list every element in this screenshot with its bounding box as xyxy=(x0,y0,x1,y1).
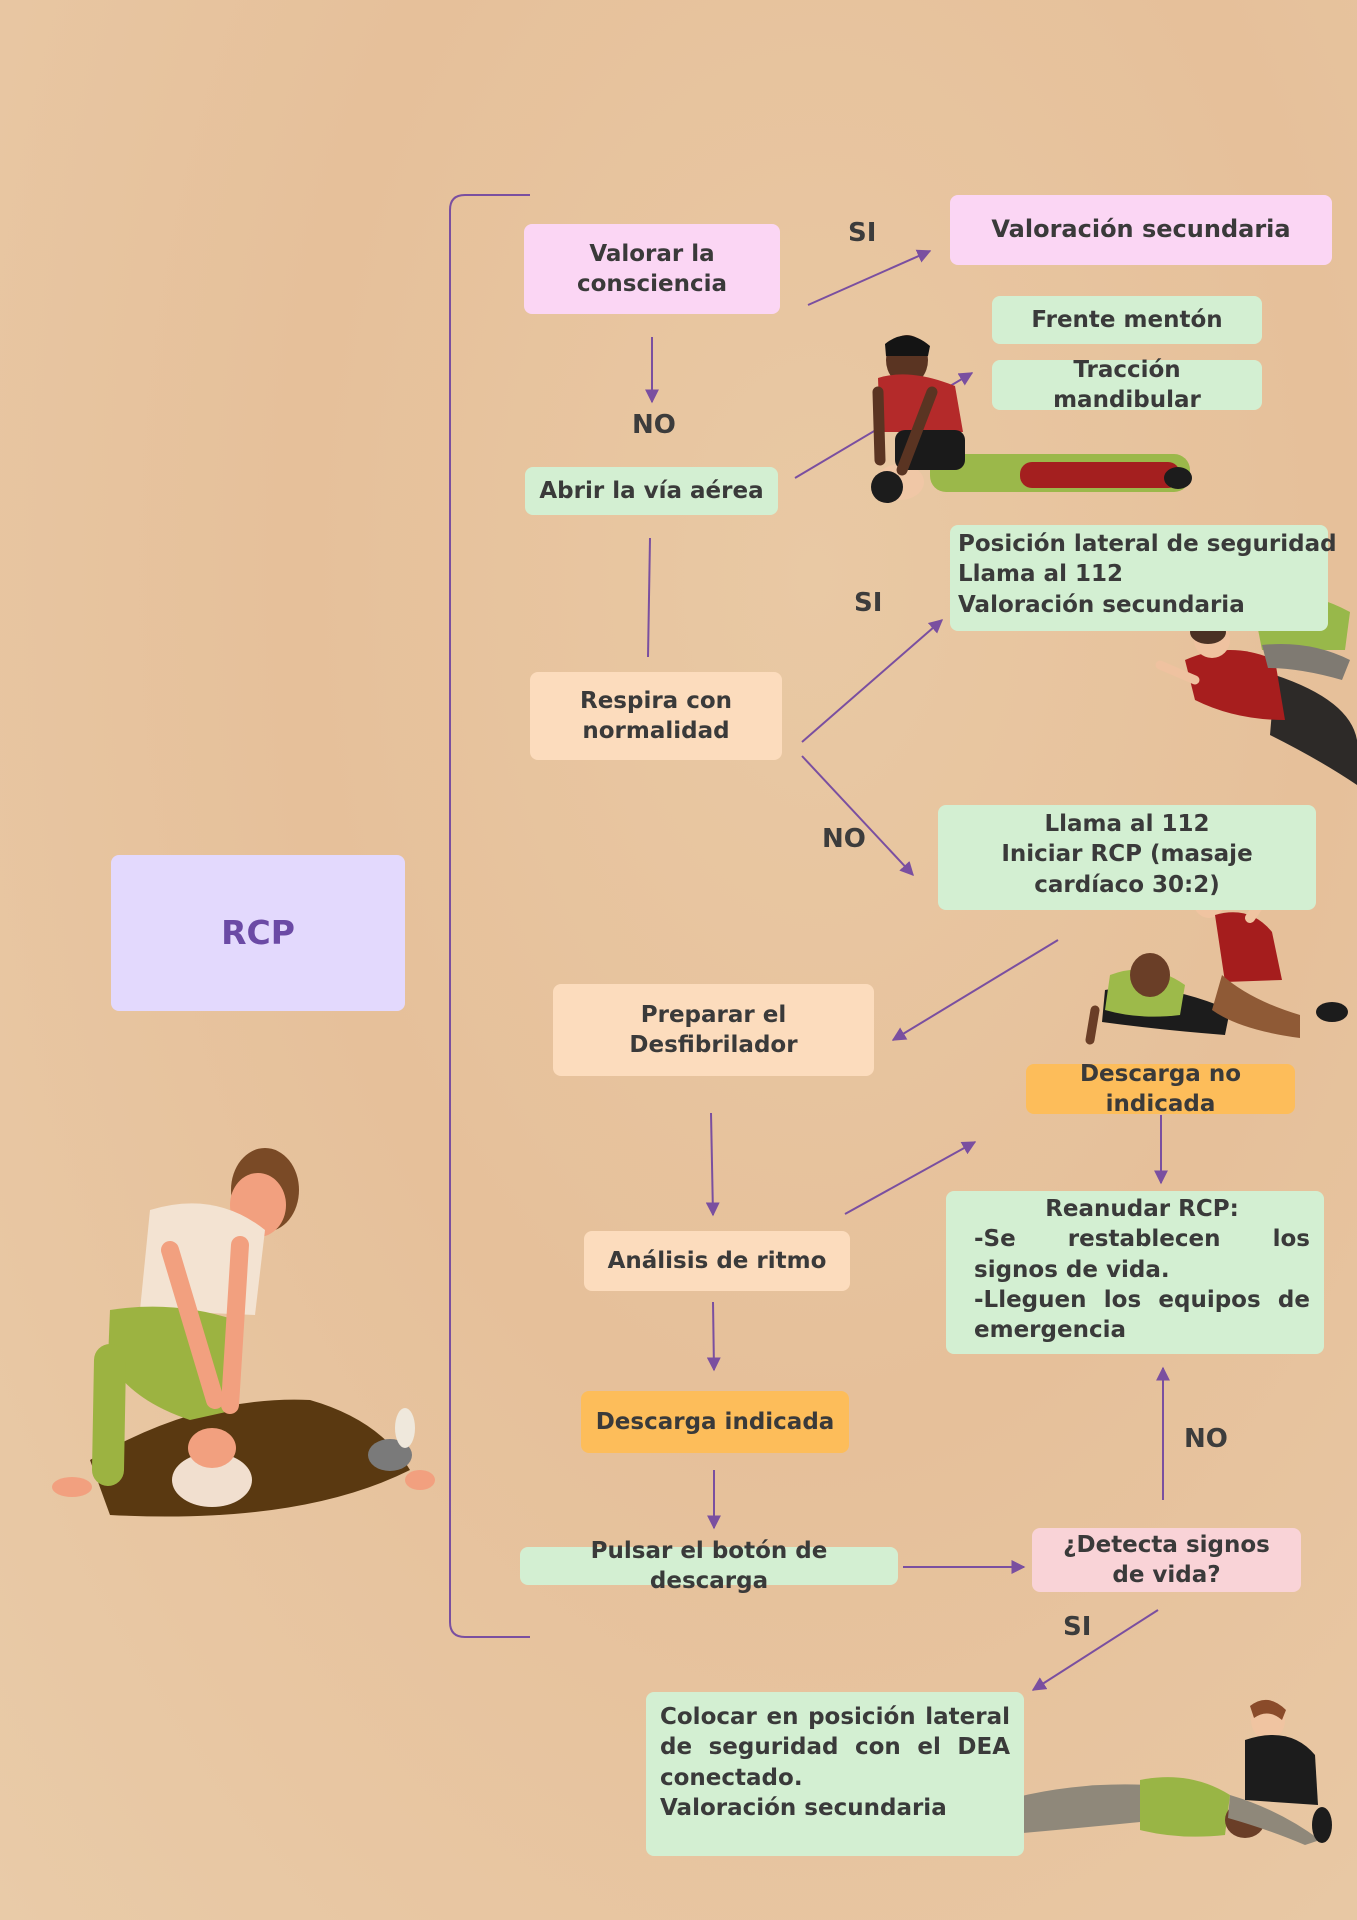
node-detecta-signos: ¿Detecta signos de vida? xyxy=(1032,1528,1301,1592)
node-text: Respira con normalidad xyxy=(579,687,733,744)
node-text: Análisis de ritmo xyxy=(607,1247,827,1274)
node-text: Frente mentón xyxy=(1031,306,1223,333)
arrow-iniciar-preparar xyxy=(891,939,1059,1041)
arrow-detecta-si xyxy=(1031,1609,1159,1691)
cpr-call-figures xyxy=(1085,855,1348,1045)
node-abrir-via-aerea: Abrir la vía aérea xyxy=(525,467,778,515)
edge-label-si: SI xyxy=(1063,1612,1092,1642)
node-text: Abrir la vía aérea xyxy=(539,477,764,504)
node-text-line: Posición lateral de seguridad xyxy=(958,531,1337,557)
node-descarga-indicada: Descarga indicada xyxy=(581,1391,849,1453)
root-label: RCP xyxy=(221,913,295,953)
edge-label-no: NO xyxy=(1184,1424,1228,1454)
node-text: Valoración secundaria xyxy=(991,215,1291,244)
node-descarga-no-indicada: Descarga no indicada xyxy=(1026,1061,1295,1117)
node-text-line: -Se restablecen los signos de vida. xyxy=(974,1226,1310,1283)
edge-label-si: SI xyxy=(854,588,883,618)
node-text-line: Llama al 112 xyxy=(1044,811,1210,837)
node-posicion-lateral: Posición lateral de seguridad Llama al 1… xyxy=(950,525,1337,631)
node-pulsar-boton: Pulsar el botón de descarga xyxy=(520,1538,898,1594)
arrow-valorar-si xyxy=(807,249,932,306)
node-colocar-posicion: Colocar en posición lateral de seguridad… xyxy=(646,1692,1024,1856)
node-text-line: Valoración secundaria xyxy=(660,1795,947,1822)
edge-label-no: NO xyxy=(822,824,866,854)
root-node: RCP xyxy=(111,855,405,1011)
node-text-line: -Lleguen los equipos de emergencia xyxy=(974,1287,1310,1344)
edge-label-si: SI xyxy=(848,218,877,248)
node-text: Pulsar el botón de descarga xyxy=(590,1537,828,1594)
root-bracket xyxy=(449,194,530,1638)
node-frente-menton: Frente mentón xyxy=(992,296,1262,344)
node-iniciar-rcp: Llama al 112 Iniciar RCP (masaje cardíac… xyxy=(938,805,1316,910)
node-text-line: Iniciar RCP (masaje cardíaco 30:2) xyxy=(1001,841,1253,898)
node-text: ¿Detecta signos de vida? xyxy=(1063,1531,1270,1588)
node-valorar-consciencia: Valorar la consciencia xyxy=(524,224,780,314)
node-text: Tracción mandibular xyxy=(1053,356,1201,413)
node-text-line: Llama al 112 xyxy=(958,561,1123,588)
node-text: Descarga no indicada xyxy=(1079,1060,1242,1117)
node-preparar-desfibrilador: Preparar el Desfibrilador xyxy=(553,984,874,1076)
node-reanudar-rcp: Reanudar RCP: -Se restablecen los signos… xyxy=(946,1191,1324,1354)
arrow-respira-no xyxy=(801,755,914,877)
node-traccion-mandibular: Tracción mandibular xyxy=(992,357,1262,413)
node-text: Descarga indicada xyxy=(595,1408,835,1435)
arrow-respira-si xyxy=(801,619,944,743)
node-text: Valorar la consciencia xyxy=(577,240,728,297)
node-text-line: Valoración secundaria xyxy=(958,591,1245,618)
node-text-line: Colocar en posición lateral de seguridad… xyxy=(660,1704,1010,1791)
airway-opening-figures xyxy=(871,335,1192,503)
arrow-analisis-indicada xyxy=(706,1301,721,1372)
node-analisis-ritmo: Análisis de ritmo xyxy=(584,1231,850,1291)
cpr-compression-figures xyxy=(52,1148,435,1517)
line-abrir-respira xyxy=(647,537,651,658)
node-text: Preparar el Desfibrilador xyxy=(629,1001,798,1058)
node-title: Reanudar RCP: xyxy=(1045,1196,1239,1222)
edge-label-no: NO xyxy=(632,410,676,440)
node-respira-normalidad: Respira con normalidad xyxy=(530,672,782,760)
arrow-preparar-analisis xyxy=(705,1112,720,1217)
arrow-analisis-no-indicada xyxy=(844,1141,977,1215)
node-valoracion-secundaria: Valoración secundaria xyxy=(950,195,1332,265)
